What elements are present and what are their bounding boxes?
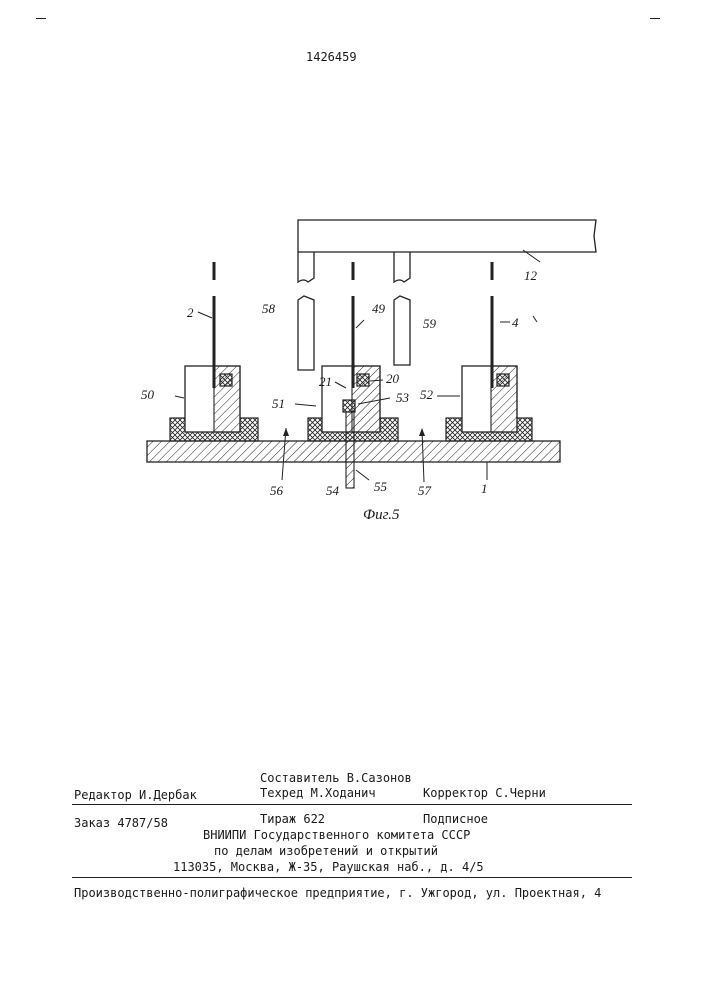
label-56: 56 [270, 483, 284, 498]
label-54: 54 [326, 483, 340, 498]
footer-rule-bottom [72, 877, 632, 878]
holder-51-pin [346, 412, 354, 488]
subscription-line: Подписное [423, 812, 488, 826]
label-52: 52 [420, 387, 434, 402]
techred-line: Техред М.Ходанич [260, 786, 376, 800]
corrector-line: Корректор С.Черни [423, 786, 546, 800]
label-58: 58 [262, 301, 276, 316]
label-55: 55 [374, 479, 388, 494]
technical-drawing-fig5: 2 58 49 59 4 12 50 21 20 51 53 52 56 54 … [0, 0, 707, 560]
holder-51-pin-head [343, 400, 355, 412]
label-12: 12 [524, 268, 538, 283]
figure-caption: Фиг.5 [363, 507, 400, 523]
label-2: 2 [187, 305, 194, 320]
holder-50-clamp [220, 374, 232, 386]
editor-line: Редактор И.Дербак [74, 788, 197, 802]
label-49: 49 [372, 301, 386, 316]
label-1: 1 [481, 481, 488, 496]
label-4: 4 [512, 315, 519, 330]
label-50: 50 [141, 387, 155, 402]
label-51: 51 [272, 396, 285, 411]
org-line-1: ВНИИПИ Государственного комитета СССР [203, 828, 470, 842]
left-leg-upper [298, 252, 314, 282]
label-53: 53 [396, 390, 410, 405]
print-run-line: Тираж 622 [260, 812, 325, 826]
left-leg-lower [298, 296, 314, 370]
footer-rule-top [72, 804, 632, 805]
printing-house-line: Производственно-полиграфическое предприя… [74, 886, 601, 900]
order-line: Заказ 4787/58 [74, 816, 168, 830]
org-line-3: 113035, Москва, Ж-35, Раушская наб., д. … [173, 860, 484, 874]
right-leg-lower [394, 296, 410, 365]
org-line-2: по делам изобретений и открытий [214, 844, 438, 858]
label-21: 21 [319, 374, 332, 389]
label-57: 57 [418, 483, 432, 498]
label-59: 59 [423, 316, 437, 331]
carriage-beam [298, 220, 596, 252]
compiler-line: Составитель В.Сазонов [260, 771, 412, 785]
holder-52-clamp [497, 374, 509, 386]
label-20: 20 [386, 371, 400, 386]
right-leg-upper [394, 252, 410, 282]
holder-51-clamp [357, 374, 369, 386]
